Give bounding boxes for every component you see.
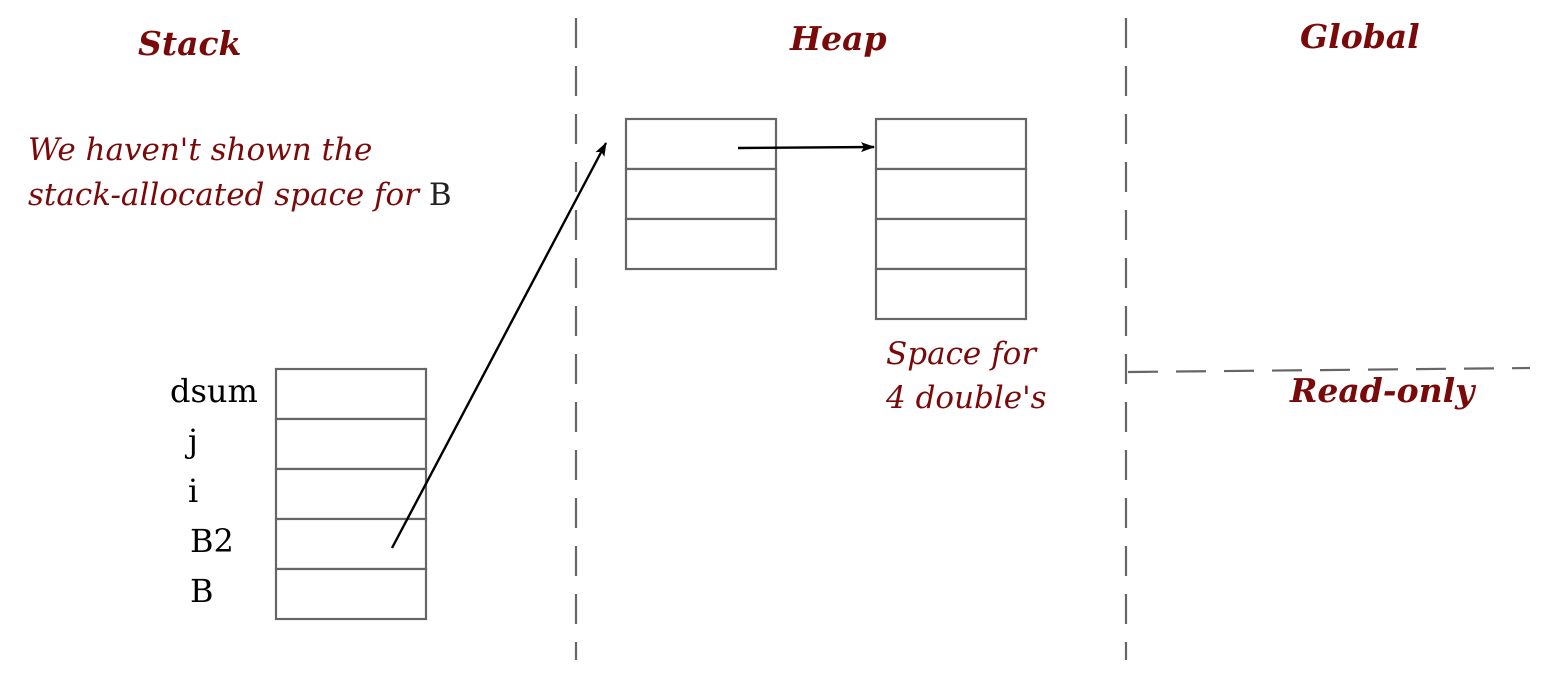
pointer-arrow-heap-row-to-doubles — [737, 142, 875, 153]
region-title-stack: Stack — [138, 24, 241, 63]
var-label-b2: B2 — [190, 522, 234, 560]
heap-pointer-cell-0 — [624, 117, 778, 171]
stack-cell-j — [274, 417, 428, 471]
stack-cell-b2 — [274, 517, 428, 571]
heap-note-line1: Space for — [886, 336, 1038, 372]
heap-double-array — [874, 117, 1028, 321]
stack-cell-i — [274, 467, 428, 521]
stack-cell-dsum — [274, 367, 428, 421]
var-label-dsum: dsum — [170, 372, 258, 410]
heap-pointer-array — [624, 117, 778, 271]
var-label-b: B — [190, 572, 214, 610]
heap-double-cell-2 — [874, 217, 1028, 271]
heap-pointer-cell-1 — [624, 167, 778, 221]
var-label-i: i — [188, 472, 198, 510]
stack-frame — [274, 367, 428, 621]
region-title-readonly: Read-only — [1289, 371, 1477, 410]
region-title-heap: Heap — [789, 19, 887, 58]
heap-double-cell-0 — [874, 117, 1028, 171]
heap-note-line2: 4 double's — [885, 380, 1047, 416]
var-label-j: j — [184, 422, 198, 460]
stack-note-line2: stack-allocated space for B — [28, 177, 452, 213]
stack-note-line2-text: stack-allocated space for — [28, 177, 429, 213]
heap-pointer-cell-2 — [624, 217, 778, 271]
stack-cell-b — [274, 567, 428, 621]
heap-double-cell-1 — [874, 167, 1028, 221]
stack-note-line1: We haven't shown the — [28, 132, 372, 168]
region-title-global: Global — [1300, 17, 1420, 56]
heap-double-cell-3 — [874, 267, 1028, 321]
stack-note-line2-var: B — [429, 177, 452, 213]
pointer-arrow-b2-to-heap — [390, 142, 608, 549]
divider-global-readonly — [1127, 366, 1531, 374]
